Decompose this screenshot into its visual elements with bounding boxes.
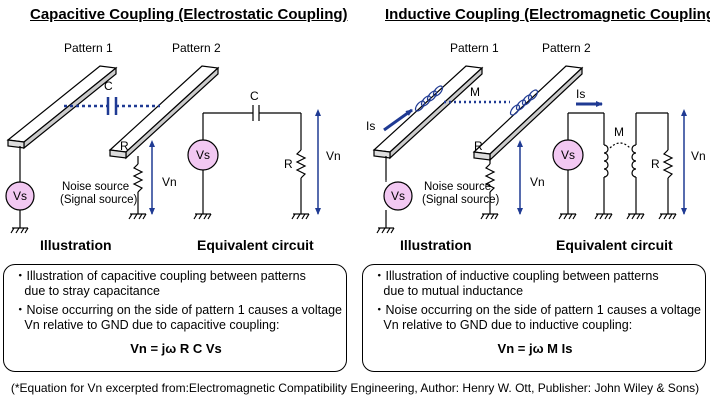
signal-source-label: (Signal source): [60, 194, 138, 206]
capacitive-illustration: [6, 65, 220, 234]
is-label: Is: [366, 119, 375, 133]
inductive-bullet-1: ・Illustration of inductive coupling betw…: [373, 269, 659, 298]
ground-icon: [128, 213, 147, 220]
ground-icon: [558, 213, 577, 220]
resistor-label: R: [120, 139, 129, 153]
inductor-icon: [631, 144, 637, 178]
stray-capacitor: [64, 97, 160, 115]
pattern1-label: Pattern 1: [64, 41, 113, 55]
inductor-icon: [603, 144, 609, 178]
capacitive-bullet-2: ・Noise occurring on the side of pattern …: [14, 303, 342, 332]
inductive-equation: Vn = jω M Is: [497, 341, 573, 356]
mutual-coupling-arc: [609, 142, 631, 149]
ground-icon: [594, 213, 613, 220]
inductive-description-box: ・Illustration of inductive coupling betw…: [362, 264, 706, 372]
inductive-title: Inductive Coupling (Electromagnetic Coup…: [385, 6, 710, 23]
illustration-caption: Illustration: [400, 237, 472, 253]
ground-icon: [480, 213, 499, 220]
pattern2-label: Pattern 2: [172, 41, 221, 55]
noise-source-label: Noise source: [424, 181, 491, 193]
source-label: Vs: [391, 189, 405, 203]
resistor-icon: [132, 163, 144, 193]
capacitive-title: Capacitive Coupling (Electrostatic Coupl…: [30, 6, 348, 23]
equivalent-vn-label: Vn: [691, 149, 706, 163]
equivalent-caption: Equivalent circuit: [197, 237, 314, 253]
inductive-illustration: [372, 65, 584, 234]
vn-label: Vn: [162, 175, 177, 189]
vn-label: Vn: [530, 175, 545, 189]
equivalent-caption: Equivalent circuit: [556, 237, 673, 253]
capacitive-equivalent-circuit: [193, 105, 310, 220]
footnote: (*Equation for Vn excerpted from:Electro…: [10, 381, 700, 395]
equivalent-source-label: Vs: [561, 148, 575, 162]
inductive-bullet-2: ・Noise occurring on the side of pattern …: [373, 303, 701, 332]
coil-icon: [509, 89, 539, 116]
source-circle: [383, 181, 413, 211]
pattern1-strip: [6, 65, 118, 143]
ground-icon: [193, 213, 212, 220]
ground-icon: [291, 213, 310, 220]
illustration-caption: Illustration: [40, 237, 112, 253]
equivalent-source-label: Vs: [196, 148, 210, 162]
equivalent-vn-label: Vn: [326, 149, 341, 163]
ground-icon: [626, 213, 645, 220]
pattern1-label: Pattern 1: [450, 41, 499, 55]
equivalent-source-circle: [552, 139, 584, 171]
ground-icon: [376, 227, 395, 234]
resistor-icon: [295, 149, 307, 179]
pattern2-label: Pattern 2: [542, 41, 591, 55]
equivalent-resistor-label: R: [284, 157, 293, 171]
resistor-icon: [662, 149, 674, 179]
pattern1-strip: [372, 65, 484, 153]
equivalent-is-label: Is: [576, 87, 585, 101]
resistor-icon: [484, 163, 496, 193]
capacitive-description-box: ・Illustration of capacitive coupling bet…: [3, 264, 347, 372]
coil-icon: [414, 85, 444, 112]
coupling-diagram: Pattern 1 Pattern 2 C Vs Noise source (S…: [5, 41, 706, 253]
signal-source-label: (Signal source): [422, 194, 500, 206]
mutual-inductance-label: M: [470, 85, 480, 99]
resistor-label: R: [474, 139, 483, 153]
equivalent-m-label: M: [614, 125, 624, 139]
capacitor-label: C: [104, 79, 113, 93]
source-circle: [5, 181, 35, 211]
equivalent-capacitor-label: C: [250, 89, 259, 103]
inductive-equivalent-circuit: [558, 112, 677, 220]
equivalent-source-circle: [187, 139, 219, 171]
noise-source-label: Noise source: [62, 181, 129, 193]
source-label: Vs: [13, 189, 27, 203]
is-arrow: [383, 108, 413, 132]
ground-icon: [658, 213, 677, 220]
equivalent-resistor-label: R: [651, 157, 660, 171]
capacitive-equation: Vn = jω R C Vs: [130, 341, 222, 356]
capacitive-bullet-1: ・Illustration of capacitive coupling bet…: [14, 269, 306, 298]
ground-icon: [10, 227, 29, 234]
